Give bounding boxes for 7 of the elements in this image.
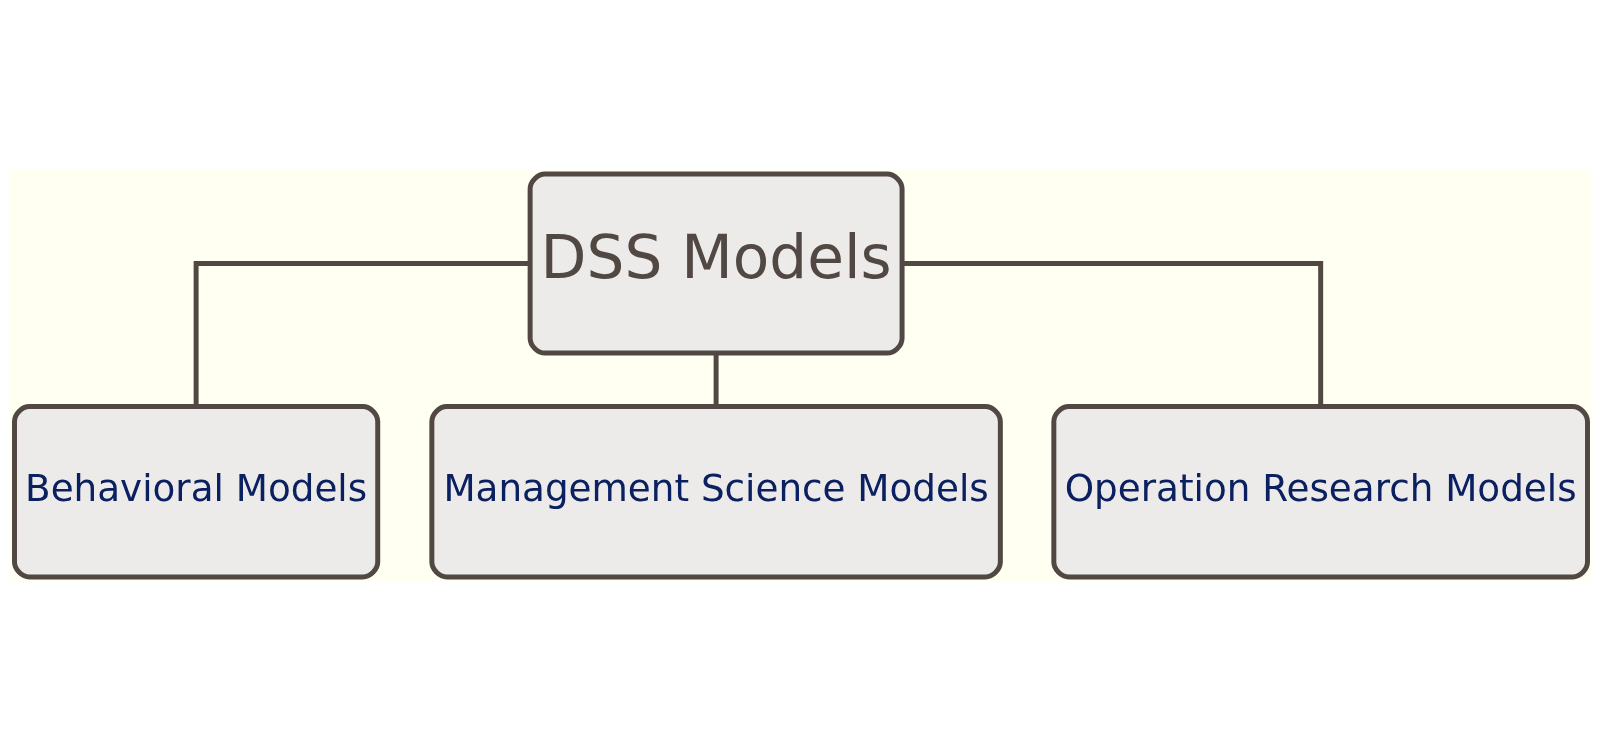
node-box: Operation Research Models — [1051, 404, 1590, 580]
node-box: DSS Models — [527, 171, 905, 356]
connector — [902, 261, 1324, 407]
node-box: Management Science Models — [429, 404, 1003, 580]
node-box: Behavioral Models — [12, 404, 381, 580]
connector — [713, 353, 719, 407]
connector — [193, 261, 530, 407]
